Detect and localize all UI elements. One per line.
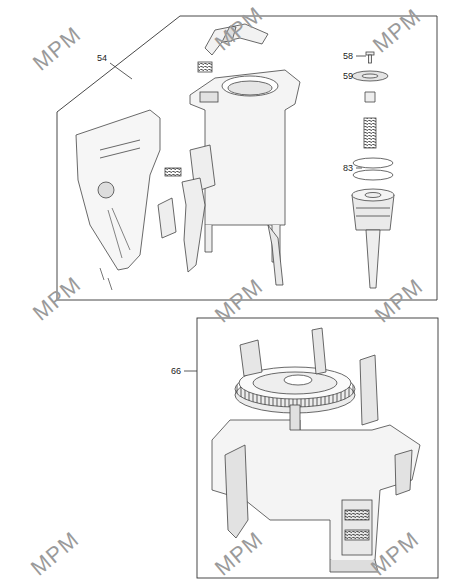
watermark: MPM <box>29 273 85 325</box>
callout-number: 54 <box>97 54 107 63</box>
spring <box>198 62 212 72</box>
group-frame <box>57 16 437 300</box>
callout-number: 58 <box>343 52 353 61</box>
watermark: MPM <box>211 528 267 580</box>
valve-stack <box>352 52 394 288</box>
leader-line <box>356 168 362 169</box>
watermark: MPM <box>29 23 85 75</box>
leader-line <box>184 371 197 372</box>
main-housing <box>190 70 300 285</box>
watermark: MPM <box>211 275 267 327</box>
side-panel <box>76 110 160 290</box>
callout-number: 59 <box>343 72 353 81</box>
watermark: MPM <box>371 275 427 327</box>
watermark: MPM <box>369 5 425 57</box>
watermark: MPM <box>27 528 83 580</box>
leader-line <box>356 56 366 57</box>
callout-number: 83 <box>343 164 353 173</box>
leader-line <box>110 63 132 79</box>
lever-parts <box>158 145 215 272</box>
callout-number: 66 <box>171 367 181 376</box>
watermark: MPM <box>211 3 267 55</box>
